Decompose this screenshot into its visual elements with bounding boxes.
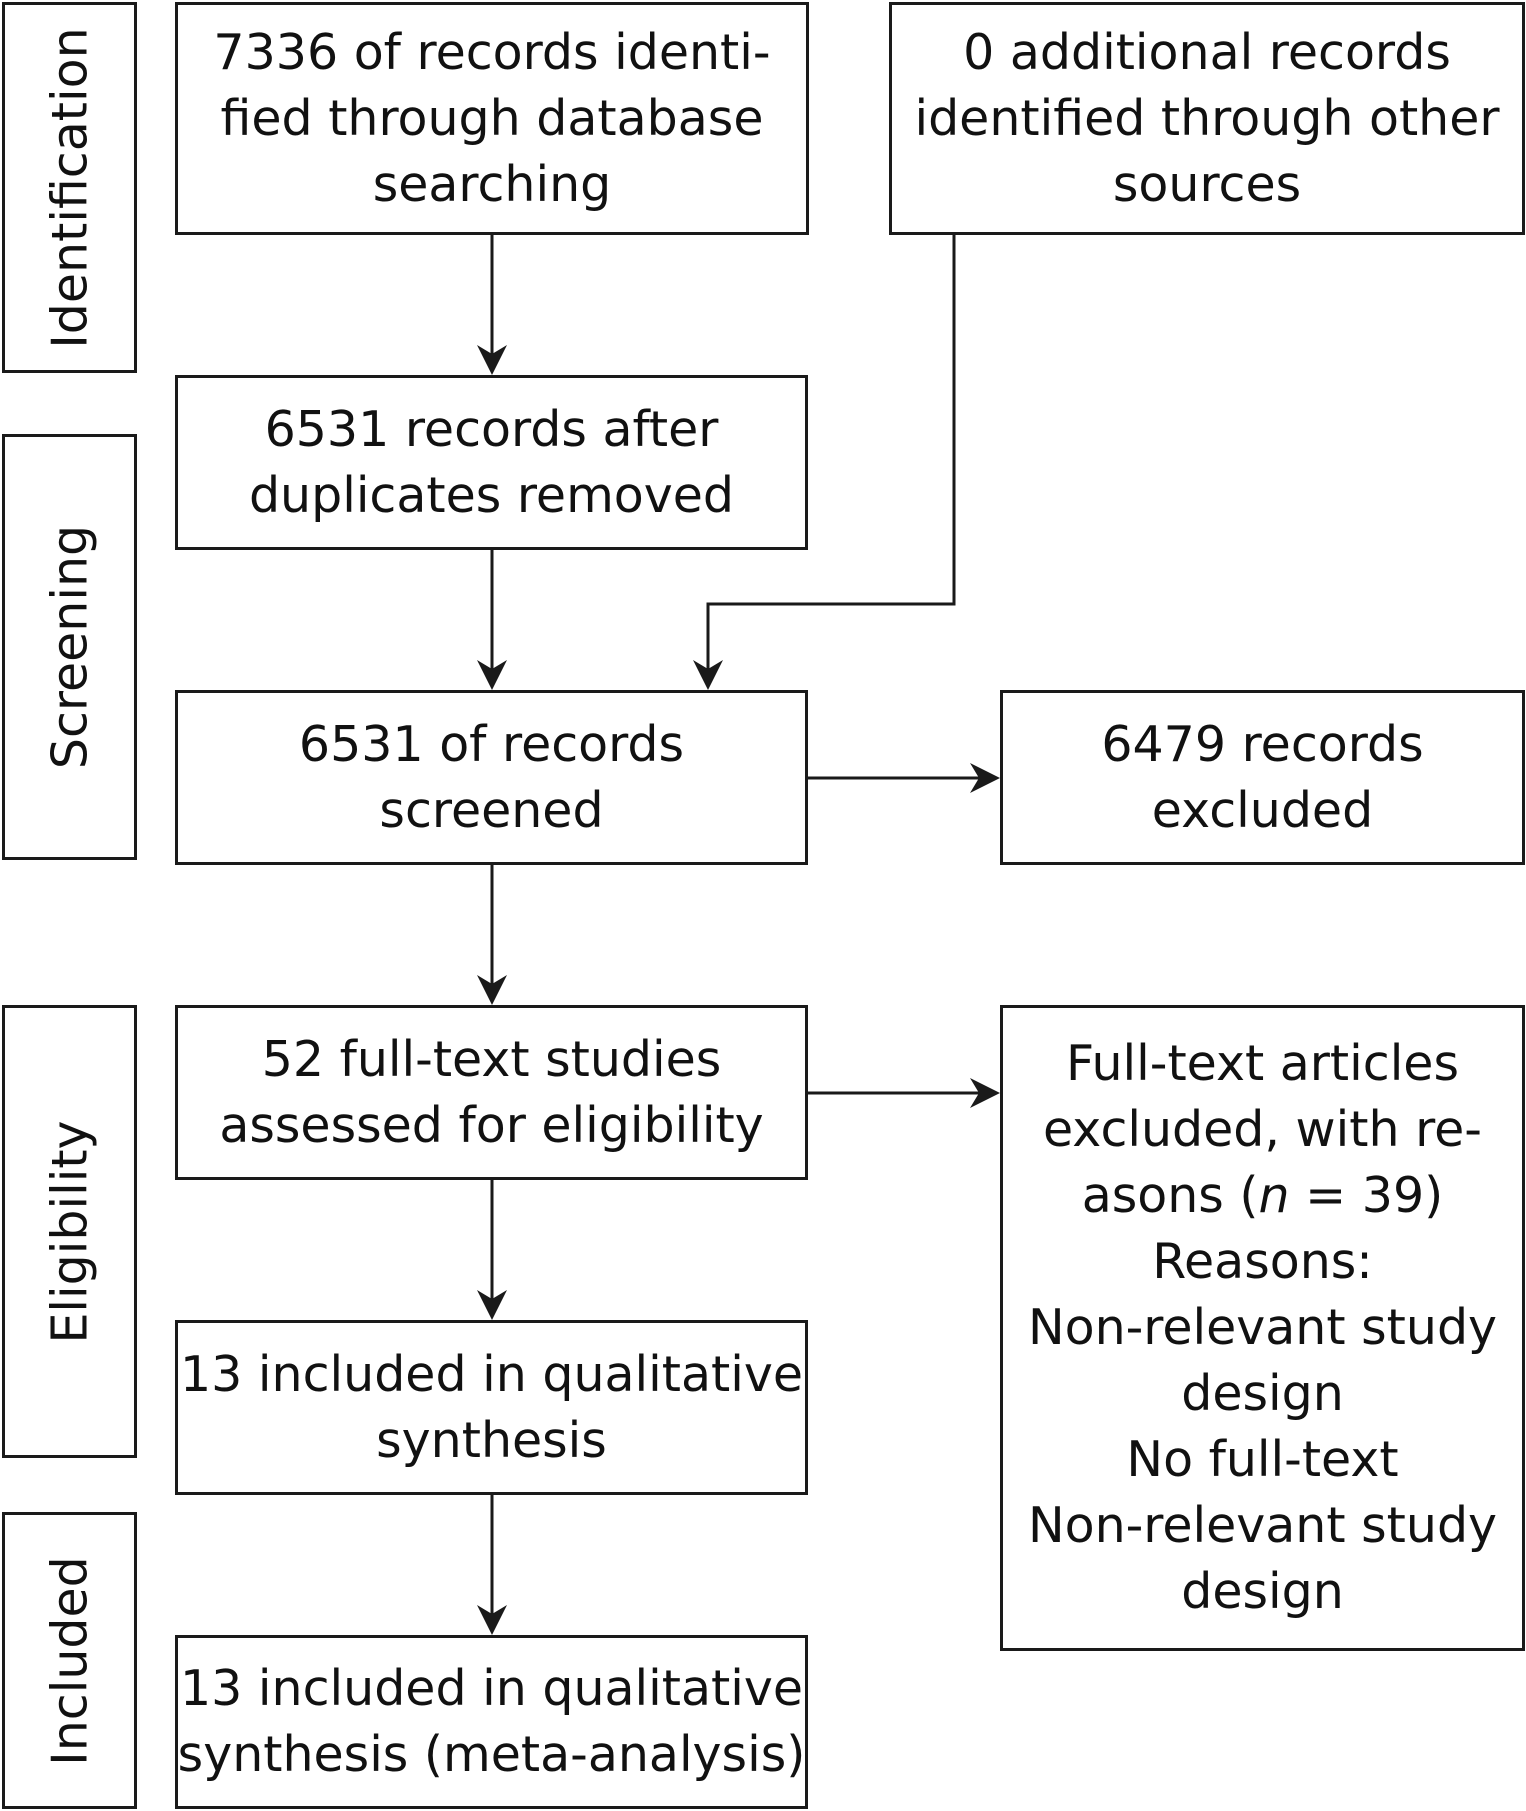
box-line: Full-text articles <box>1066 1035 1459 1092</box>
n-suffix: = 39) <box>1289 1167 1444 1224</box>
box-line: 13 included in qualitative <box>179 1345 803 1403</box>
box-line: fied through database <box>220 89 764 147</box>
box-line: 6531 records after <box>264 400 719 458</box>
stage-label-eligibility: Eligibility <box>41 1119 98 1344</box>
box-line: Non-relevant study <box>1027 1299 1498 1356</box>
stage-label-included: Included <box>41 1555 98 1766</box>
box-line: Non-relevant study <box>1027 1497 1498 1554</box>
stage-eligibility: Eligibility <box>2 1005 137 1458</box>
box-line: synthesis (meta-analysis) <box>177 1726 806 1783</box>
box-line: 13 included in qualitative <box>179 1660 803 1717</box>
box-line: 7336 of records identi- <box>213 23 771 81</box>
box-line-n: asons (n = 39) <box>1082 1163 1444 1229</box>
box-excluded: 6479 records excluded <box>1000 690 1525 865</box>
box-line: duplicates removed <box>248 466 735 524</box>
box-line: 52 full-text studies <box>261 1030 722 1088</box>
box-line: design <box>1181 1365 1344 1422</box>
box-line: identified through other <box>914 89 1500 147</box>
box-line: 6531 of records <box>298 715 685 773</box>
box-duplicates-removed: 6531 records after duplicates removed <box>175 375 808 550</box>
box-line: sources <box>1112 155 1302 213</box>
box-line: design <box>1181 1563 1344 1620</box>
stage-label-identification: Identification <box>41 26 98 349</box>
stage-screening: Screening <box>2 434 137 860</box>
stage-included: Included <box>2 1512 137 1809</box>
stage-label-screening: Screening <box>41 524 98 770</box>
box-line: 6479 records <box>1101 715 1424 773</box>
n-prefix: asons ( <box>1081 1167 1259 1224</box>
box-qualitative: 13 included in qualitative synthesis <box>175 1320 808 1495</box>
box-line: synthesis <box>376 1411 607 1469</box>
box-fulltext-assessed: 52 full-text studies assessed for eligib… <box>175 1005 808 1180</box>
box-fulltext-excluded: Full-text articles excluded, with re- as… <box>1000 1005 1525 1651</box>
box-line: assessed for eligibility <box>219 1096 764 1154</box>
box-line: screened <box>379 781 604 839</box>
box-other-sources: 0 additional records identified through … <box>889 2 1525 235</box>
box-line: searching <box>372 155 612 213</box>
box-line: 0 additional records <box>963 23 1451 81</box>
box-line: excluded <box>1151 781 1374 839</box>
box-line: Reasons: <box>1152 1233 1373 1290</box>
box-line: No full-text <box>1126 1431 1399 1488</box>
stage-identification: Identification <box>2 2 137 373</box>
box-line: excluded, with re- <box>1043 1101 1482 1158</box>
box-database-records: 7336 of records identi- fied through dat… <box>175 2 809 235</box>
box-meta-analysis: 13 included in qualitative synthesis (me… <box>175 1635 808 1809</box>
box-screened: 6531 of records screened <box>175 690 808 865</box>
n-symbol: n <box>1258 1167 1290 1224</box>
